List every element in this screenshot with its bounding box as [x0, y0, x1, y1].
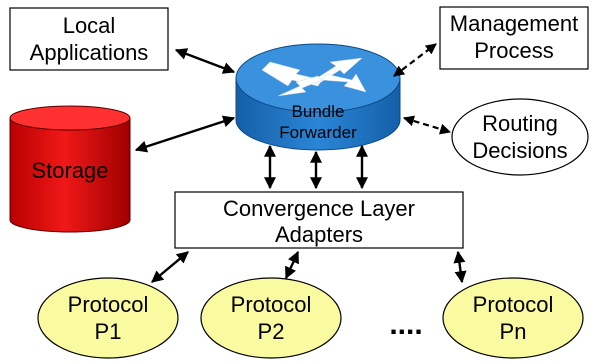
- arrow-local-apps-forwarder: [174, 48, 236, 74]
- management-process-line2: Process: [474, 38, 553, 63]
- arrow-cla-protocol-p1: [151, 251, 189, 283]
- convergence-layer-line2: Adapters: [275, 222, 363, 247]
- storage-label: Storage: [31, 158, 108, 183]
- bundle-forwarder-line2: Forwarder: [279, 123, 357, 142]
- protocol-ellipsis: ....: [389, 308, 422, 341]
- protocol-p2-node: Protocol P2: [200, 277, 342, 359]
- arrow-cla-protocol-pn: [453, 250, 467, 284]
- dashed-arrow-forwarder-routing: [402, 115, 452, 135]
- protocol-p2-line1: Protocol: [231, 292, 312, 317]
- management-process-line1: Management: [450, 11, 578, 36]
- convergence-layer-line1: Convergence Layer: [223, 196, 415, 221]
- protocol-p1-node: Protocol P1: [37, 277, 179, 359]
- local-applications-line1: Local: [63, 13, 116, 38]
- bundle-forwarder-router: Bundle Forwarder: [235, 43, 401, 151]
- arrow-storage-forwarder: [134, 115, 236, 153]
- local-applications-node: Local Applications: [9, 7, 169, 71]
- protocol-p1-line1: Protocol: [68, 292, 149, 317]
- routing-decisions-line1: Routing: [482, 111, 558, 136]
- convergence-layer-node: Convergence Layer Adapters: [174, 191, 464, 249]
- protocol-p2-line2: P2: [258, 319, 285, 344]
- routing-decisions-node: Routing Decisions: [451, 98, 589, 176]
- bundle-forwarder-line1: Bundle: [292, 102, 345, 121]
- protocol-pn-line2: Pn: [500, 319, 527, 344]
- arrow-cla-protocol-p2: [284, 250, 300, 280]
- local-applications-line2: Applications: [30, 40, 149, 65]
- protocol-pn-node: Protocol Pn: [442, 277, 584, 359]
- routing-decisions-line2: Decisions: [472, 138, 567, 163]
- storage-cylinder: Storage: [9, 105, 131, 233]
- protocol-p1-line2: P1: [95, 319, 122, 344]
- management-process-node: Management Process: [439, 6, 589, 70]
- router-arrows-icon: [261, 57, 367, 97]
- protocol-pn-line1: Protocol: [473, 292, 554, 317]
- dashed-arrow-forwarder-management: [393, 43, 437, 77]
